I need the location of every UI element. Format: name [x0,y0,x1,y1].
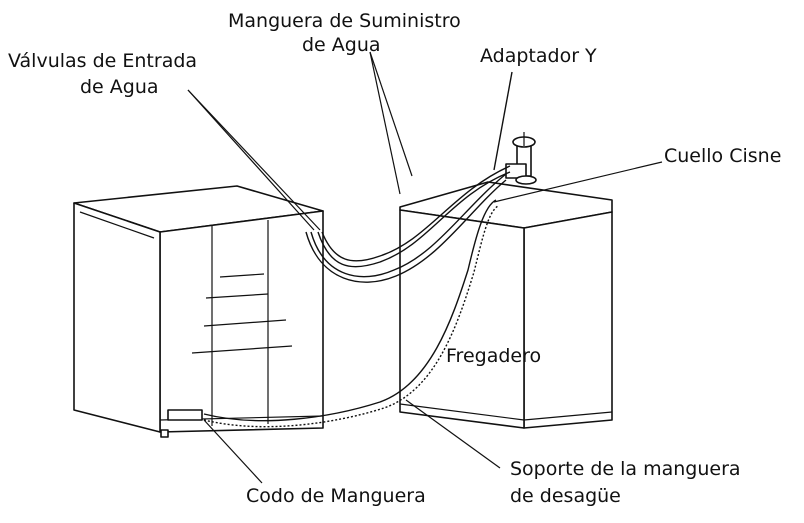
label-inlet-valves-line1: Válvulas de Entrada [8,50,197,72]
drain-hose-inner [203,205,499,428]
machine-cabinet [73,185,324,438]
label-supply-hose-line1: Manguera de Suministro [228,10,461,32]
sink-cabinet [399,181,613,429]
machine-front [73,202,161,433]
leader-gooseneck [493,161,663,203]
sink-front [399,209,525,429]
rack-line [205,293,269,299]
supply-hose-lower-inner [310,173,507,278]
sink-base-line [399,403,525,421]
label-drain-support-line1: Soporte de la manguera [510,458,741,480]
faucet-base [515,175,537,185]
machine-foot [160,429,169,438]
drain-hose-outer [203,199,497,422]
drain-hose [203,199,499,428]
rack-line [219,273,265,278]
leader-inlet-valve-b [187,89,321,231]
label-inlet-valves-line2: de Agua [80,76,159,98]
label-sink: Fregadero [446,345,541,367]
supply-hose-upper-inner [321,165,511,262]
label-y-adapter: Adaptador Y [480,45,597,67]
leader-y-adapter [493,71,513,171]
machine-top-edge [79,211,155,239]
supply-hose-lower-outer [305,179,507,283]
leader-supply-hose-b [369,51,413,177]
y-adapter-fitting [505,163,527,179]
supply-hose-upper-outer [317,171,511,268]
leader-inlet-valve-a [187,89,315,231]
rack-line [191,345,293,354]
label-supply-hose-line2: de Agua [302,34,381,56]
leader-supply-hose-a [369,51,401,195]
sink-base-line-side [523,411,613,421]
leader-hose-elbow [203,419,263,484]
supply-hoses [305,165,511,283]
faucet [505,132,537,185]
leader-lines [187,51,663,484]
leader-drain-support [405,399,501,469]
label-hose-elbow: Codo de Manguera [246,485,426,507]
machine-right-side [159,210,324,433]
rack-line [203,319,287,327]
sink-right-side [523,211,613,429]
label-drain-support-line2: de desagüe [510,485,621,507]
label-gooseneck: Cuello Cisne [664,145,781,167]
hose-elbow-fitting [167,409,203,421]
